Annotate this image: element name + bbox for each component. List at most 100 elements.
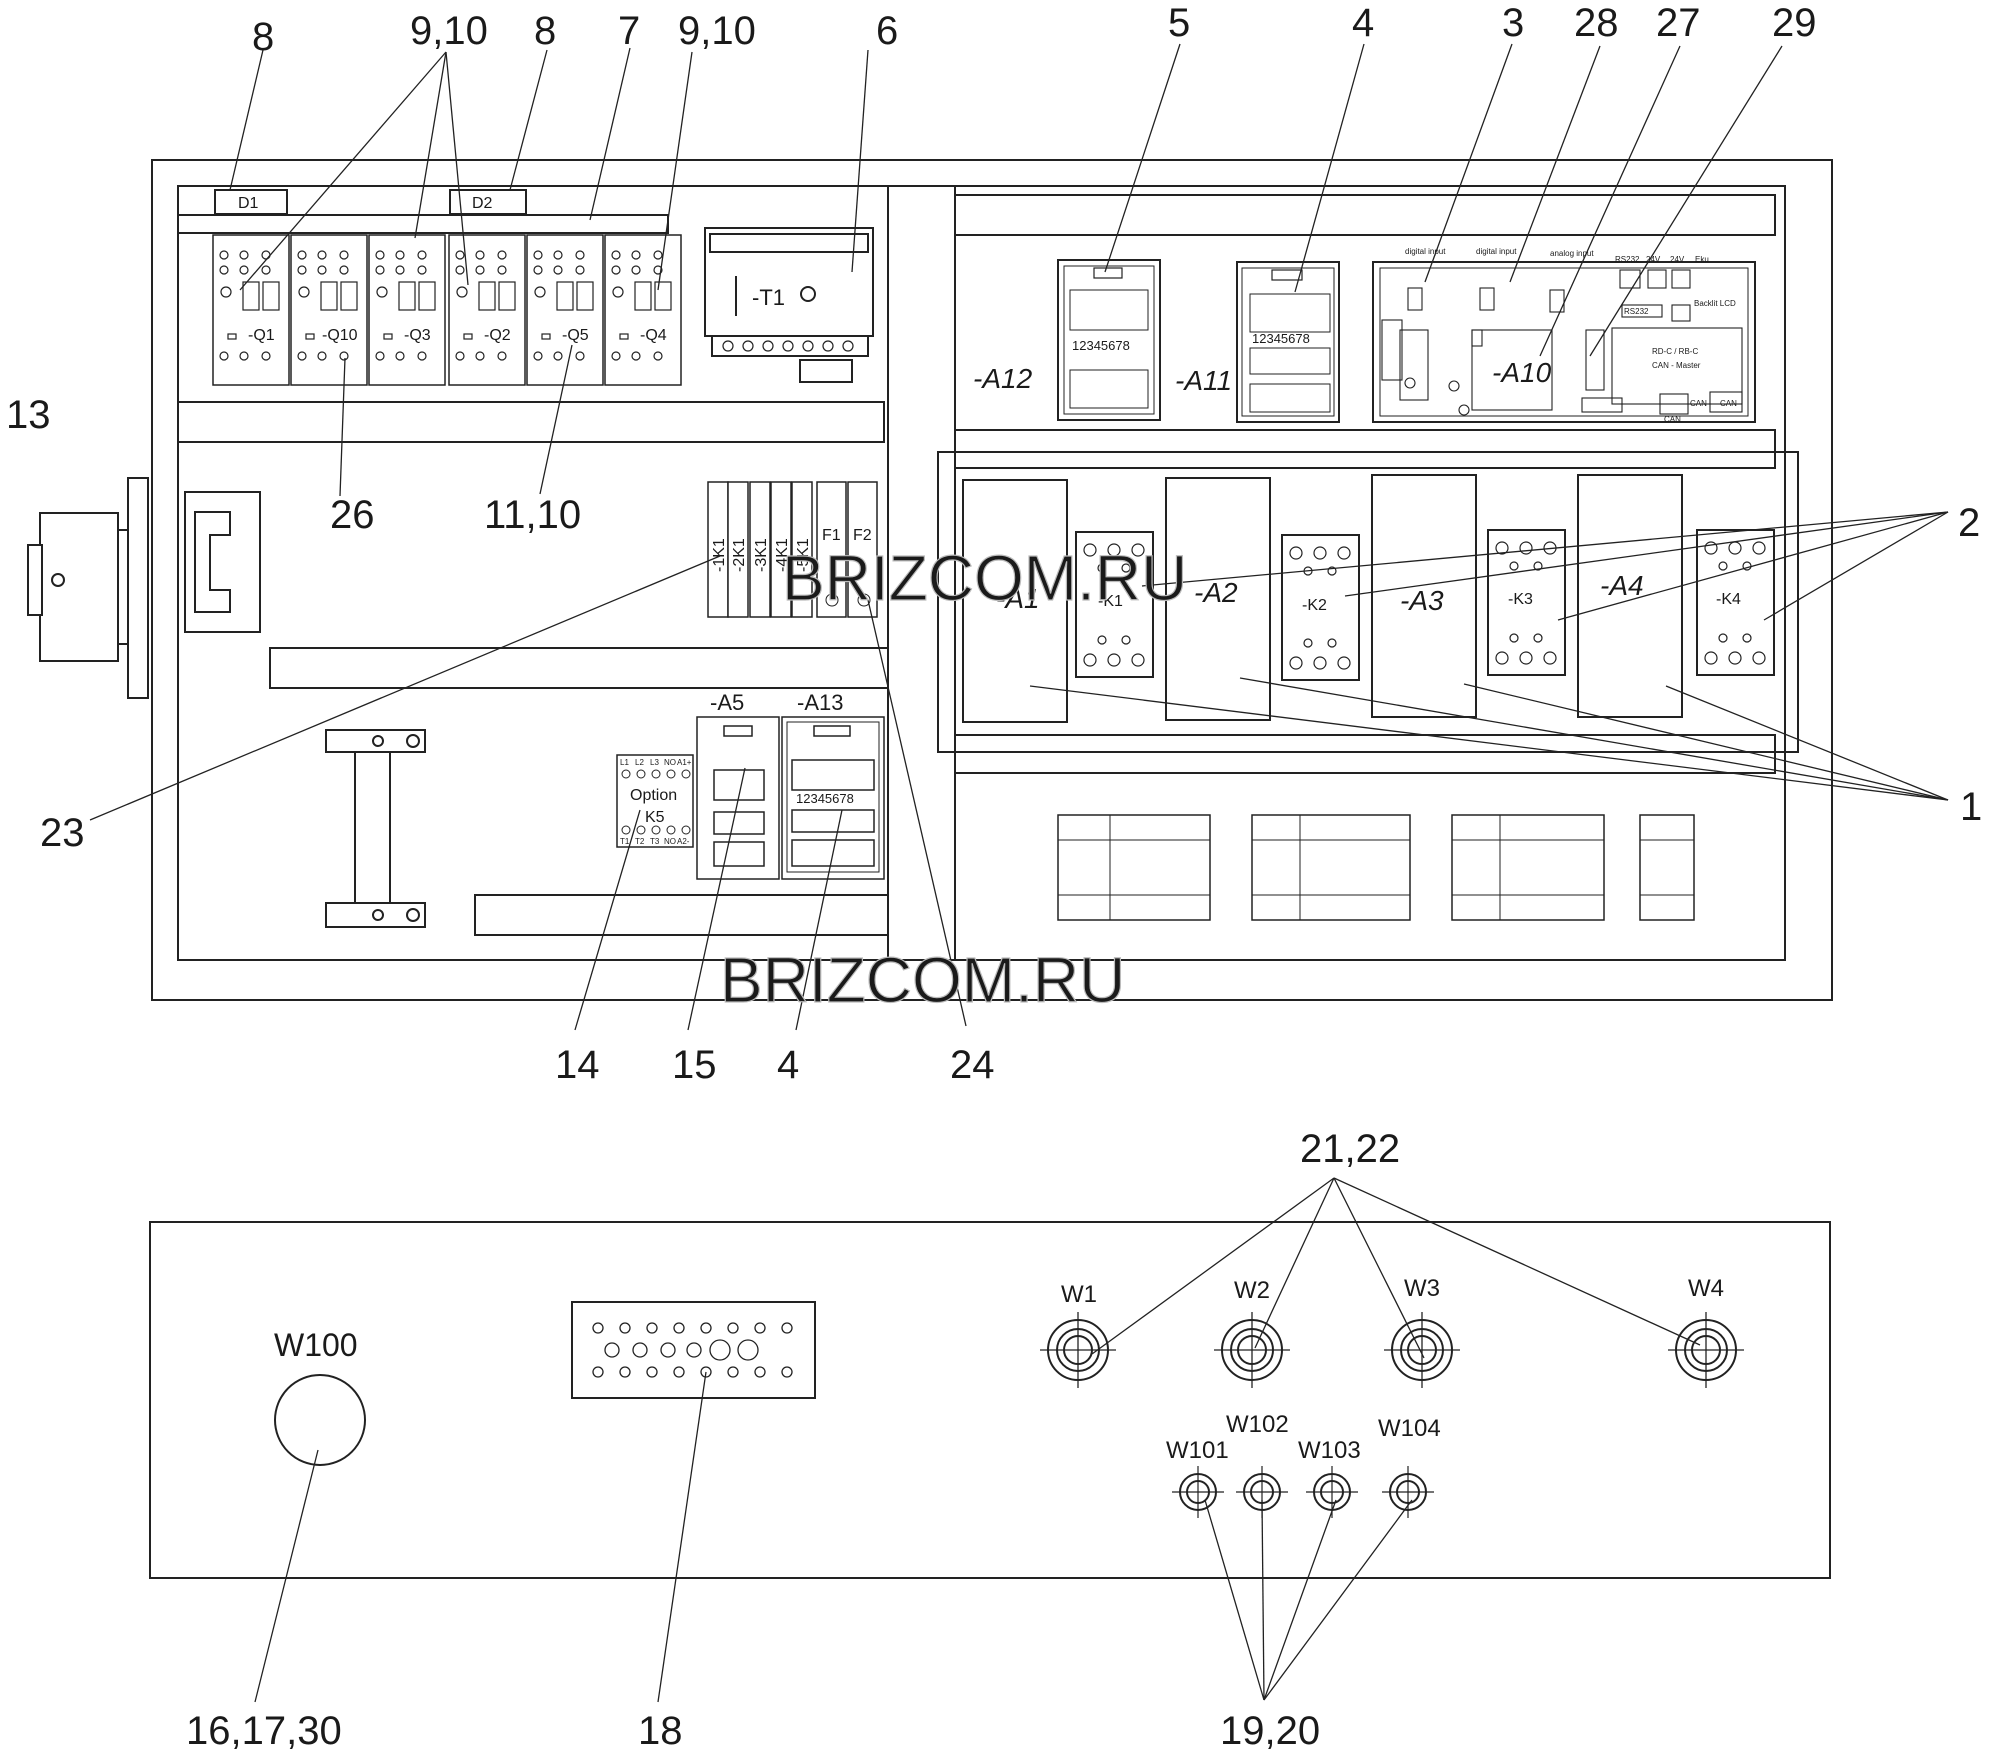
callout-23: 23 [40,811,85,855]
breaker-label-q5: -Q5 [562,327,589,344]
a10-tag-digital-input-1: digital input [1405,247,1446,256]
label-holder-d2 [449,189,527,215]
callout-15: 15 [672,1043,717,1087]
callout-24: 24 [950,1043,995,1087]
cable-duct-top-left [177,214,669,234]
gland-w4-label: W4 [1688,1275,1724,1302]
gland-w4 [1668,1312,1744,1388]
card-a4 [1577,474,1683,718]
cable-duct-right-mid [954,429,1776,469]
relay-5k1-label: -5K1 [795,538,812,572]
gland-plate [149,1221,1831,1579]
relay-rack-frame [937,451,1799,753]
card-a3-label: -A3 [1400,585,1444,616]
a13-terminal-digits: 12345678 [796,791,854,806]
a10-tag-rs232-top: RS232 [1615,255,1640,264]
gland-w1 [1040,1312,1116,1388]
option-label: Option [630,787,677,804]
callout-27: 27 [1656,1,1701,45]
callout-21-22: 21,22 [1300,1127,1400,1171]
gland-w104 [1382,1466,1434,1518]
gland-w2 [1214,1312,1290,1388]
module-a11 [1236,261,1340,423]
gland-w104-label: W104 [1378,1415,1441,1442]
watermark-top: BRIZCOM.RU [782,542,1187,614]
cable-entry-plate [571,1301,816,1399]
controller-a10-label: -A10 [1492,357,1552,388]
motor-breaker-row [212,234,682,386]
relay-k3-label: -K3 [1508,591,1533,608]
controller-a10 [1372,261,1756,423]
a10-tag-digital-input-2: digital input [1476,247,1517,256]
terminal-strips [1057,814,1695,921]
callout-16-17-30: 16,17,30 [186,1709,342,1753]
callout-14: 14 [555,1043,600,1087]
main-switch [27,477,261,699]
callout-4-top: 4 [1352,1,1374,45]
a12-terminal-digits: 12345678 [1072,338,1130,353]
a10-tag-can-master: CAN - Master [1652,361,1701,370]
cable-duct-right-low [954,734,1776,774]
relay-3k1-label: -3K1 [753,538,770,572]
fuse-f2-label: F2 [853,527,872,544]
callout-7: 7 [618,9,640,53]
a10-tag-can-2: CAN [1690,399,1707,408]
relay-k2-label: -K2 [1302,597,1327,614]
relay-k1-label: -K1 [1098,593,1123,610]
gland-w3-label: W3 [1404,1275,1440,1302]
small-relay-strip [707,481,878,618]
callout-6: 6 [876,9,898,53]
relay-4k1-label: -4K1 [774,538,791,572]
k5-top-terminal-3: L3 [650,758,659,767]
gland-w101-label: W101 [1166,1437,1229,1464]
k5-top-terminal-2: L2 [635,758,644,767]
breaker-label-q3: -Q3 [404,327,431,344]
k5-label: K5 [645,809,665,826]
callout-8b: 8 [534,9,556,53]
module-a13 [781,716,885,880]
callout-9-10a: 9,10 [410,9,488,53]
k5-top-terminal-1: L1 [620,758,629,767]
cable-duct-top-right [954,194,1776,236]
module-a5-label: -A5 [710,690,744,715]
transformer-t1 [704,227,874,383]
k5-bottom-terminal-1: T1 [620,837,630,846]
gland-w103 [1306,1466,1358,1518]
cabinet-front-view [151,159,1833,1001]
gland-w2-label: W2 [1234,1277,1270,1304]
relay-1k1-label: -1K1 [711,538,728,572]
callout-8a: 8 [252,15,274,59]
relay-terminals [1083,541,1766,670]
module-a12 [1057,259,1161,421]
label-holder-d1 [214,189,288,215]
leader-lines-bottom [254,1177,1701,1703]
a10-tag-can-1: CAN [1664,415,1681,424]
callout-1: 1 [1960,785,1982,829]
k5-top-terminal-5: A1+ [677,758,692,767]
breaker-label-q10: -Q10 [322,327,358,344]
gland-w100-label: W100 [274,1327,358,1363]
vertical-cable-duct [887,185,956,961]
gland-w3 [1384,1312,1460,1388]
callout-11-10: 11,10 [484,493,581,537]
gland-plate-frame [149,1221,1831,1579]
card-a3 [1371,474,1477,718]
label-d2: D2 [472,195,493,212]
a10-tag-eku: Eku [1695,255,1709,264]
a10-tag-rd-c: RD-C / RB-C [1652,347,1698,356]
relay-rack [962,474,1775,723]
card-a2-label: -A2 [1194,577,1238,608]
callout-26: 26 [330,493,375,537]
callout-5: 5 [1168,1,1190,45]
a10-tag-24v-2: 24V [1670,255,1685,264]
cable-duct-lower-left [474,894,889,936]
relay-2k1-label: -2K1 [731,538,748,572]
cable-duct-middle-left [269,647,889,689]
card-a4-label: -A4 [1600,570,1644,601]
a10-tag-can-3: CAN [1720,399,1737,408]
callout-13: 13 [6,393,51,437]
card-a1-label: -A1 [996,583,1040,614]
a10-tag-24v-1: 24V [1646,255,1661,264]
gland-w1-label: W1 [1061,1281,1097,1308]
